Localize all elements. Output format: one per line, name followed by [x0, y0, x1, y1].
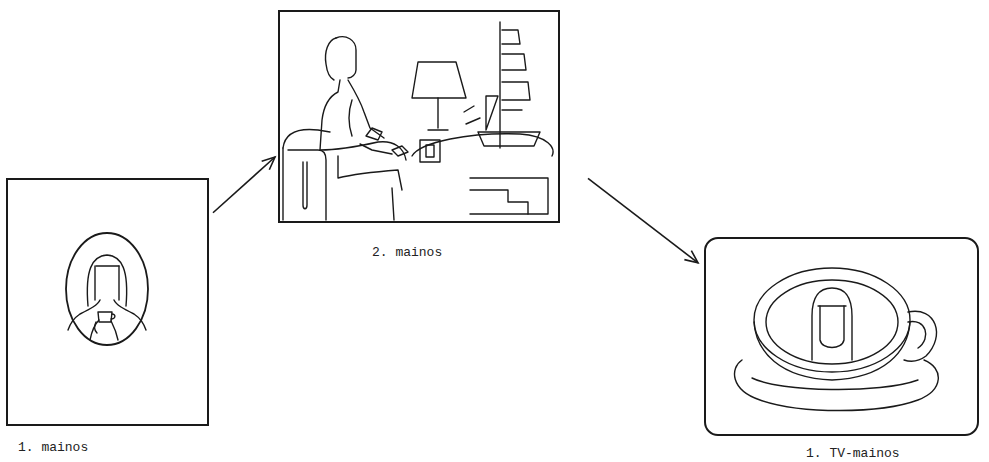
flow-arrow: [588, 178, 698, 263]
flow-arrow: [213, 157, 275, 213]
arrow-line: [213, 157, 275, 213]
cup-sketch: [735, 268, 939, 411]
living-room-sketch: [283, 22, 553, 220]
ad-caption: 1. mainos: [18, 440, 238, 456]
ad-caption: 2. mainos: [372, 245, 592, 261]
ad-frame: 1. mainos: [6, 178, 209, 426]
ad-frame: 2. mainos: [278, 10, 560, 223]
ad-caption: 1. TV-mainos: [806, 446, 989, 462]
arrow-line: [588, 178, 698, 263]
portrait-sketch: [66, 233, 148, 345]
arrow-head: [262, 157, 275, 170]
ad-frame: 1. TV-mainos: [704, 237, 979, 436]
arrow-head: [684, 251, 698, 263]
